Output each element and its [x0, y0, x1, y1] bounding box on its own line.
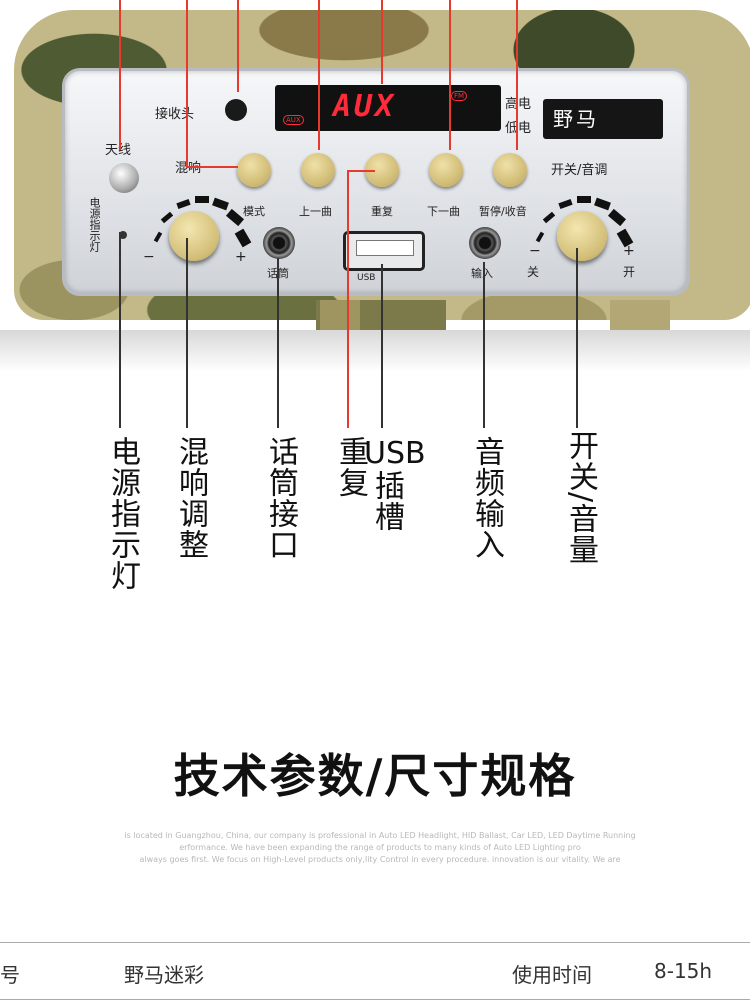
battery-high-label: 高电	[505, 97, 532, 112]
spec-time-value: 8-15h	[654, 959, 713, 983]
company-blurb: is located in Guangzhou, China, our comp…	[60, 830, 700, 866]
volume-plus: +	[623, 243, 635, 259]
prev-button[interactable]	[301, 153, 335, 187]
mic-jack[interactable]	[263, 227, 295, 259]
line-mic	[277, 258, 279, 428]
callout-repeat: 重复	[333, 436, 368, 498]
lcd-tag-right: FM	[451, 91, 468, 101]
volume-scale	[527, 187, 637, 257]
power-volume-label: 开关/音调	[551, 163, 608, 178]
line-input	[483, 262, 485, 428]
usb-label: USB	[357, 273, 376, 283]
volume-on: 开	[623, 265, 636, 279]
power-volume-knob[interactable]	[557, 211, 607, 261]
power-led	[119, 231, 127, 239]
ir-receiver	[225, 99, 247, 121]
pointer-reverb-h	[186, 166, 238, 168]
callout-audio-input: 音频输入	[469, 436, 504, 560]
blurb-line: erformance. We have been expanding the r…	[179, 843, 581, 852]
pause-label: 暂停/收音	[479, 205, 527, 218]
line-repeat-h	[347, 170, 375, 172]
line-reverb-knob	[186, 238, 188, 428]
volume-off: 关	[527, 265, 540, 279]
pause-button[interactable]	[493, 153, 527, 187]
reverb-minus: −	[143, 249, 155, 265]
callout-power-volume: 开关/音量	[563, 430, 598, 566]
power-indicator-label: 电源指示灯	[88, 197, 101, 252]
callout-usb-title: USB	[364, 436, 426, 471]
input-label: 输入	[471, 267, 493, 280]
device-photo: 接收头 天线 电源指示灯 混响 AUX AUX FM 高电 低电 野马 模式 上…	[0, 0, 750, 372]
pointer-antenna	[119, 0, 121, 150]
next-button[interactable]	[429, 153, 463, 187]
pointer-receiver	[237, 0, 239, 92]
spec-model-value: 野马迷彩	[124, 963, 204, 987]
lcd-text: AUX	[333, 89, 397, 124]
line-power-indicator	[119, 232, 121, 428]
lcd-tag-left: AUX	[283, 115, 304, 125]
blurb-line: is located in Guangzhou, China, our comp…	[124, 831, 636, 840]
volume-minus: −	[529, 243, 541, 259]
mode-label: 模式	[243, 205, 265, 218]
spec-time-label: 使用时间	[512, 963, 592, 987]
pointer-reverb	[186, 0, 188, 168]
lcd-display: AUX AUX FM	[275, 85, 501, 131]
line-volume	[576, 248, 578, 428]
pointer-mode	[318, 0, 320, 150]
spec-row: 号 野马迷彩 使用时间 8-15h	[0, 942, 750, 1000]
next-label: 下一曲	[427, 205, 460, 218]
device-shadow	[0, 330, 750, 372]
callout-usb-rest: 插槽	[369, 470, 404, 532]
callout-power-indicator: 电源指示灯	[105, 436, 140, 591]
pointer-pause	[516, 0, 518, 150]
callout-reverb-adjust: 混响调整	[173, 436, 208, 560]
reverb-scale	[145, 187, 255, 257]
reverb-plus: +	[235, 249, 247, 265]
line-usb	[381, 264, 383, 428]
spec-model-label: 号	[0, 963, 20, 987]
antenna-knob	[109, 163, 139, 193]
repeat-label: 重复	[371, 205, 393, 218]
callout-mic-port: 话筒接口	[263, 436, 298, 560]
battery-low-label: 低电	[505, 121, 532, 136]
usb-port[interactable]	[343, 231, 425, 271]
pointer-next	[449, 0, 451, 150]
antenna-label: 天线	[105, 143, 132, 158]
blurb-line: always goes first. We focus on High-Leve…	[139, 855, 621, 864]
prev-label: 上一曲	[299, 205, 332, 218]
pointer-lcd	[381, 0, 383, 84]
brand-box: 野马	[543, 99, 663, 139]
reverb-label: 混响	[175, 161, 202, 176]
receiver-label: 接收头	[155, 107, 195, 122]
control-panel: 接收头 天线 电源指示灯 混响 AUX AUX FM 高电 低电 野马 模式 上…	[62, 68, 690, 296]
reverb-knob[interactable]	[169, 211, 219, 261]
line-repeat	[347, 170, 349, 428]
mode-button[interactable]	[237, 153, 271, 187]
aux-jack[interactable]	[469, 227, 501, 259]
section-heading: 技术参数/尺寸规格	[173, 749, 577, 803]
